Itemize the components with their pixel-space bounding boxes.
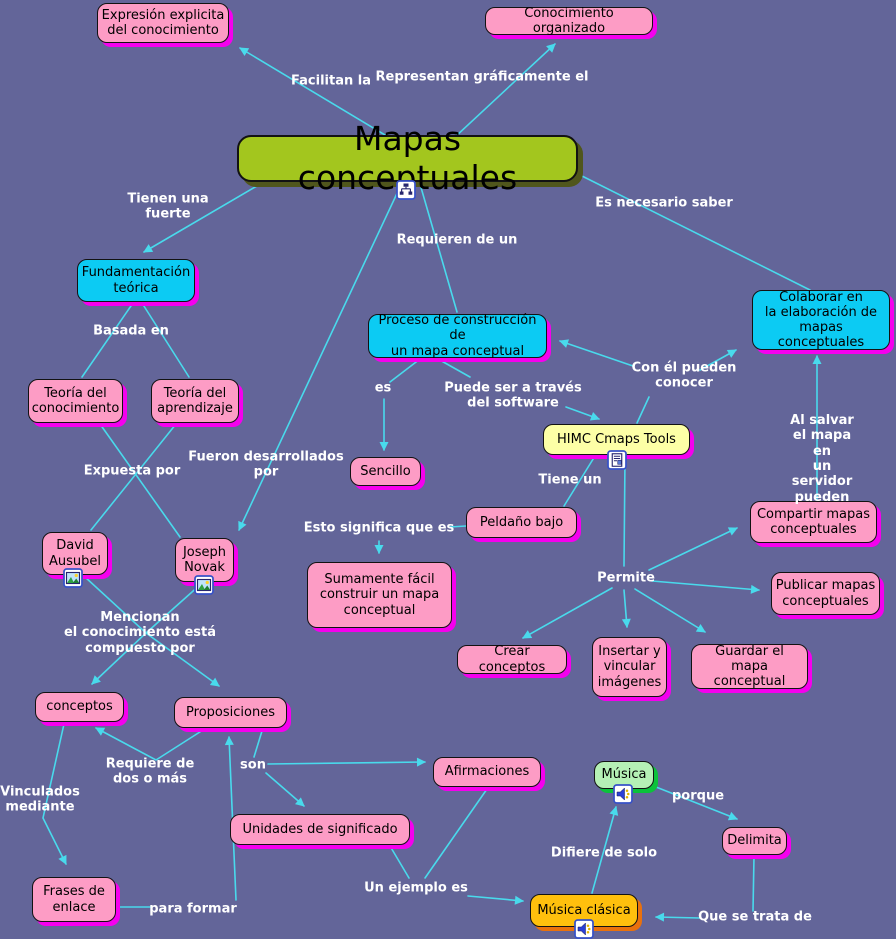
link-tiene-un[interactable]: Tiene un [538,472,602,488]
link-puede-ser-software[interactable]: Puede ser a través del software [444,380,582,411]
link-requiere-dos-o-mas[interactable]: Requiere de dos o más [105,756,195,787]
link-difiere-de-solo[interactable]: Difiere de solo [550,845,658,861]
concept-crear-conceptos[interactable]: Crear conceptos [457,644,567,675]
link-basada-en[interactable]: Basada en [93,323,169,339]
concept-teoria-aprendizaje[interactable]: Teoría del aprendizaje [151,379,239,423]
concept-musica-clasica[interactable]: Música clásica [530,894,638,927]
link-es-necesario-saber[interactable]: Es necesario saber [595,195,733,211]
concept-peldano-bajo[interactable]: Peldaño bajo [466,507,577,538]
concept-publicar[interactable]: Publicar mapas conceptuales [771,572,880,615]
link-un-ejemplo-es[interactable]: Un ejemplo es [364,880,468,896]
image-icon[interactable] [194,575,214,595]
link-con-el-pueden-conocer[interactable]: Con él pueden conocer [631,360,737,391]
link-vinculados-mediante[interactable]: Vinculados mediante [0,784,80,815]
concept-insertar-imagenes[interactable]: Insertar y vincular imágenes [592,637,667,697]
concept-unidades[interactable]: Unidades de significado [230,814,410,845]
document-icon[interactable] [607,450,627,470]
concept-musica[interactable]: Música [594,761,654,789]
link-fueron-desarrollados[interactable]: Fueron desarrollados por [188,449,344,480]
link-mencionan[interactable]: Mencionan el conocimiento está compuesto… [63,610,217,656]
concept-mapas-conceptuales[interactable]: Mapas conceptuales [237,120,578,196]
concept-expresion[interactable]: Expresión explicita del conocimiento [97,3,229,43]
link-esto-significa[interactable]: Esto significa que es [303,520,455,536]
concept-proceso[interactable]: Proceso de construcción de un mapa conce… [368,313,547,359]
link-porque[interactable]: porque [671,788,725,804]
link-para-formar[interactable]: para formar [149,901,237,917]
concept-fundamentacion[interactable]: Fundamentación teórica [77,259,195,302]
link-es[interactable]: es [374,380,392,396]
link-permite[interactable]: Permite [597,570,655,586]
concept-delimita[interactable]: Delimita [722,827,787,855]
concept-sencillo[interactable]: Sencillo [350,457,421,486]
link-tienen-una-fuerte[interactable]: Tienen una fuerte [127,191,209,222]
link-son[interactable]: son [240,757,266,773]
concept-frases-enlace[interactable]: Frases de enlace [32,877,116,922]
concept-conceptos[interactable]: conceptos [35,692,124,722]
concept-conocimiento-organizado[interactable]: Conocimiento organizado [485,6,653,36]
sound-icon[interactable] [613,784,633,804]
concept-compartir[interactable]: Compartir mapas conceptuales [750,501,877,543]
cmap-icon[interactable] [396,180,416,200]
concept-proposiciones[interactable]: Proposiciones [174,697,287,728]
link-que-se-trata-de[interactable]: Que se trata de [698,909,812,925]
concept-afirmaciones[interactable]: Afirmaciones [433,757,541,787]
concept-sumamente-facil[interactable]: Sumamente fácil construir un mapa concep… [307,562,452,628]
concept-colaborar[interactable]: Colaborar en la elaboración de mapas con… [752,290,890,350]
link-facilitan[interactable]: Facilitan la [291,73,371,89]
link-representan[interactable]: Representan gráficamente el [375,69,589,85]
link-al-salvar[interactable]: Al salvar el mapa en un servidor pueden [790,413,854,505]
sound-icon[interactable] [574,919,594,939]
concept-teoria-conocimiento[interactable]: Teoría del conocimiento [28,379,123,423]
link-requieren-de-un[interactable]: Requieren de un [396,232,518,248]
link-expuesta-por[interactable]: Expuesta por [83,463,181,479]
concept-guardar-mapa[interactable]: Guardar el mapa conceptual [691,644,808,689]
image-icon[interactable] [63,568,83,588]
concept-joseph-novak[interactable]: Joseph Novak [175,538,234,582]
